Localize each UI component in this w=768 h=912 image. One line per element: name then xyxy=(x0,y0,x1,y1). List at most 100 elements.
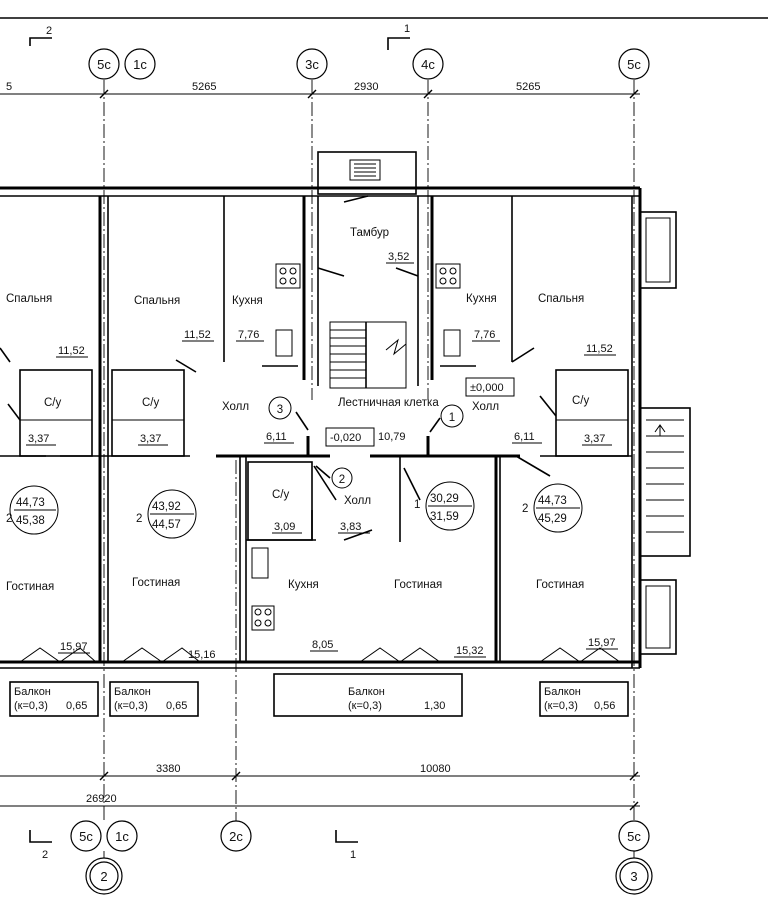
svg-text:±0,000: ±0,000 xyxy=(470,382,504,394)
apartment-living-area: 43,92 xyxy=(152,501,181,513)
room-area: 3,37 xyxy=(140,433,161,445)
apartment-rooms: 2 xyxy=(136,513,142,525)
balcony-1: Балкон (к=0,3) 0,65 xyxy=(9,681,99,717)
balcony-door-swings xyxy=(19,647,621,663)
outer-walls xyxy=(0,186,642,669)
level-mark-zero: ±0,000 xyxy=(465,377,515,397)
apartment-rooms: 2 xyxy=(6,513,12,525)
bathroom-left-1 xyxy=(19,369,93,457)
room-hall-1: Холл 6,11 xyxy=(222,401,294,444)
room-area: 10,79 xyxy=(378,431,406,443)
room-bathroom-3: С/у 3,37 xyxy=(572,395,612,446)
axis-marker-1c-bottom: 1с xyxy=(106,820,138,852)
room-name: Спальня xyxy=(538,293,584,305)
balcony-label: Балкон xyxy=(544,686,581,698)
room-area: 7,76 xyxy=(474,329,495,341)
hall-mark-1: 1 xyxy=(440,404,464,428)
room-name: Тамбур xyxy=(350,227,389,239)
apartment-rooms: 1 xyxy=(414,499,420,511)
room-bathroom-1: С/у 3,37 xyxy=(26,397,62,446)
room-bedroom-1: Спальня 11,52 xyxy=(6,293,88,358)
axis-marker-5c-top-left: 5с xyxy=(88,48,120,80)
room-bedroom-3: Спальня 11,52 xyxy=(538,293,616,356)
section-mark-left-top: 2 xyxy=(29,25,52,46)
room-name: Холл xyxy=(344,495,371,507)
svg-text:3с: 3с xyxy=(305,57,319,72)
apartment-living-area: 44,73 xyxy=(16,497,45,509)
room-area: 3,83 xyxy=(340,521,361,533)
room-name: Кухня xyxy=(232,295,263,307)
apartment-marker-1: 2 44,73 45,38 xyxy=(6,485,59,535)
balcony-label: Балкон xyxy=(14,686,51,698)
axis-marker-5c-bottom-right: 5с xyxy=(618,820,650,852)
section-mark-label: 1 xyxy=(404,23,410,35)
room-hall-2: Холл 6,11 xyxy=(472,401,542,444)
balcony-label: Балкон xyxy=(114,686,151,698)
room-area: 8,05 xyxy=(312,639,333,651)
room-name: Гостиная xyxy=(132,577,180,589)
stairwell xyxy=(329,321,407,389)
dimension-label: 2930 xyxy=(354,81,378,93)
dimension-label: 3380 xyxy=(156,763,180,775)
room-bathroom-2: С/у 3,37 xyxy=(138,397,168,446)
apartment-rooms: 2 xyxy=(522,503,528,515)
room-name: С/у xyxy=(572,395,590,407)
dimension-label: 5265 xyxy=(192,81,216,93)
apartment-total-area: 31,59 xyxy=(430,511,459,523)
balcony-coef: (к=0,3) xyxy=(114,700,148,712)
room-area: 6,11 xyxy=(266,431,287,443)
apartment-total-area: 45,29 xyxy=(538,513,567,525)
section-mark-left-bottom: 2 xyxy=(29,830,52,861)
room-name: С/у xyxy=(272,489,290,501)
balcony-2: Балкон (к=0,3) 0,65 xyxy=(109,681,199,717)
balcony-area: 0,65 xyxy=(166,700,187,712)
svg-text:2: 2 xyxy=(100,869,107,884)
hall-mark-2: 2 xyxy=(331,467,353,489)
svg-text:4с: 4с xyxy=(421,57,435,72)
kitchen-fixtures-right xyxy=(435,263,461,357)
doors xyxy=(0,195,557,541)
svg-text:5с: 5с xyxy=(97,57,111,72)
svg-text:3: 3 xyxy=(277,404,283,416)
dimension-label: 5 xyxy=(6,81,12,93)
room-name: Кухня xyxy=(466,293,497,305)
apartment-living-area: 44,73 xyxy=(538,495,567,507)
axis-marker-1c-top: 1с xyxy=(124,48,156,80)
section-mark-label: 2 xyxy=(42,849,48,861)
section-mark-label: 1 xyxy=(350,849,356,861)
room-name: Спальня xyxy=(134,295,180,307)
kitchen-fixtures-left xyxy=(275,263,301,357)
svg-text:1с: 1с xyxy=(115,829,129,844)
room-kitchen-1: Кухня 7,76 xyxy=(232,295,264,342)
room-name: С/у xyxy=(142,397,160,409)
room-name: Холл xyxy=(472,401,499,413)
apartment-marker-3: 1 30,29 31,59 xyxy=(414,481,475,531)
apartment-marker-2: 2 43,92 44,57 xyxy=(136,489,197,539)
balcony-coef: (к=0,3) xyxy=(348,700,382,712)
balcony-area: 0,65 xyxy=(66,700,87,712)
balcony-label: Балкон xyxy=(348,686,385,698)
apartment-marker-4: 2 44,73 45,29 xyxy=(522,483,583,533)
room-living-1: Гостиная 15,97 xyxy=(6,581,90,654)
room-living-2: Гостиная 15,16 xyxy=(132,577,218,662)
room-area: 3,37 xyxy=(28,433,49,445)
svg-text:1: 1 xyxy=(449,412,455,424)
room-area: 15,16 xyxy=(188,649,216,661)
kitchen-fixtures-center xyxy=(251,547,275,631)
bottom-dimension-line-total: 26920 xyxy=(0,793,640,811)
room-area: 15,97 xyxy=(588,637,616,649)
axis-marker-4c-top: 4с xyxy=(412,48,444,80)
balcony-coef: (к=0,3) xyxy=(14,700,48,712)
room-vestibule: Тамбур 3,52 xyxy=(350,227,414,264)
room-name: С/у xyxy=(44,397,62,409)
hall-mark-3: 3 xyxy=(268,396,292,420)
balcony-4: Балкон (к=0,3) 0,56 xyxy=(539,681,629,717)
axis-ring-marker-2: 2 xyxy=(85,857,123,895)
room-area: 3,09 xyxy=(274,521,295,533)
section-mark-label: 2 xyxy=(46,25,52,37)
svg-text:1с: 1с xyxy=(133,57,147,72)
svg-text:5с: 5с xyxy=(627,829,641,844)
external-elements-right xyxy=(639,211,691,655)
svg-text:-0,020: -0,020 xyxy=(330,432,361,444)
